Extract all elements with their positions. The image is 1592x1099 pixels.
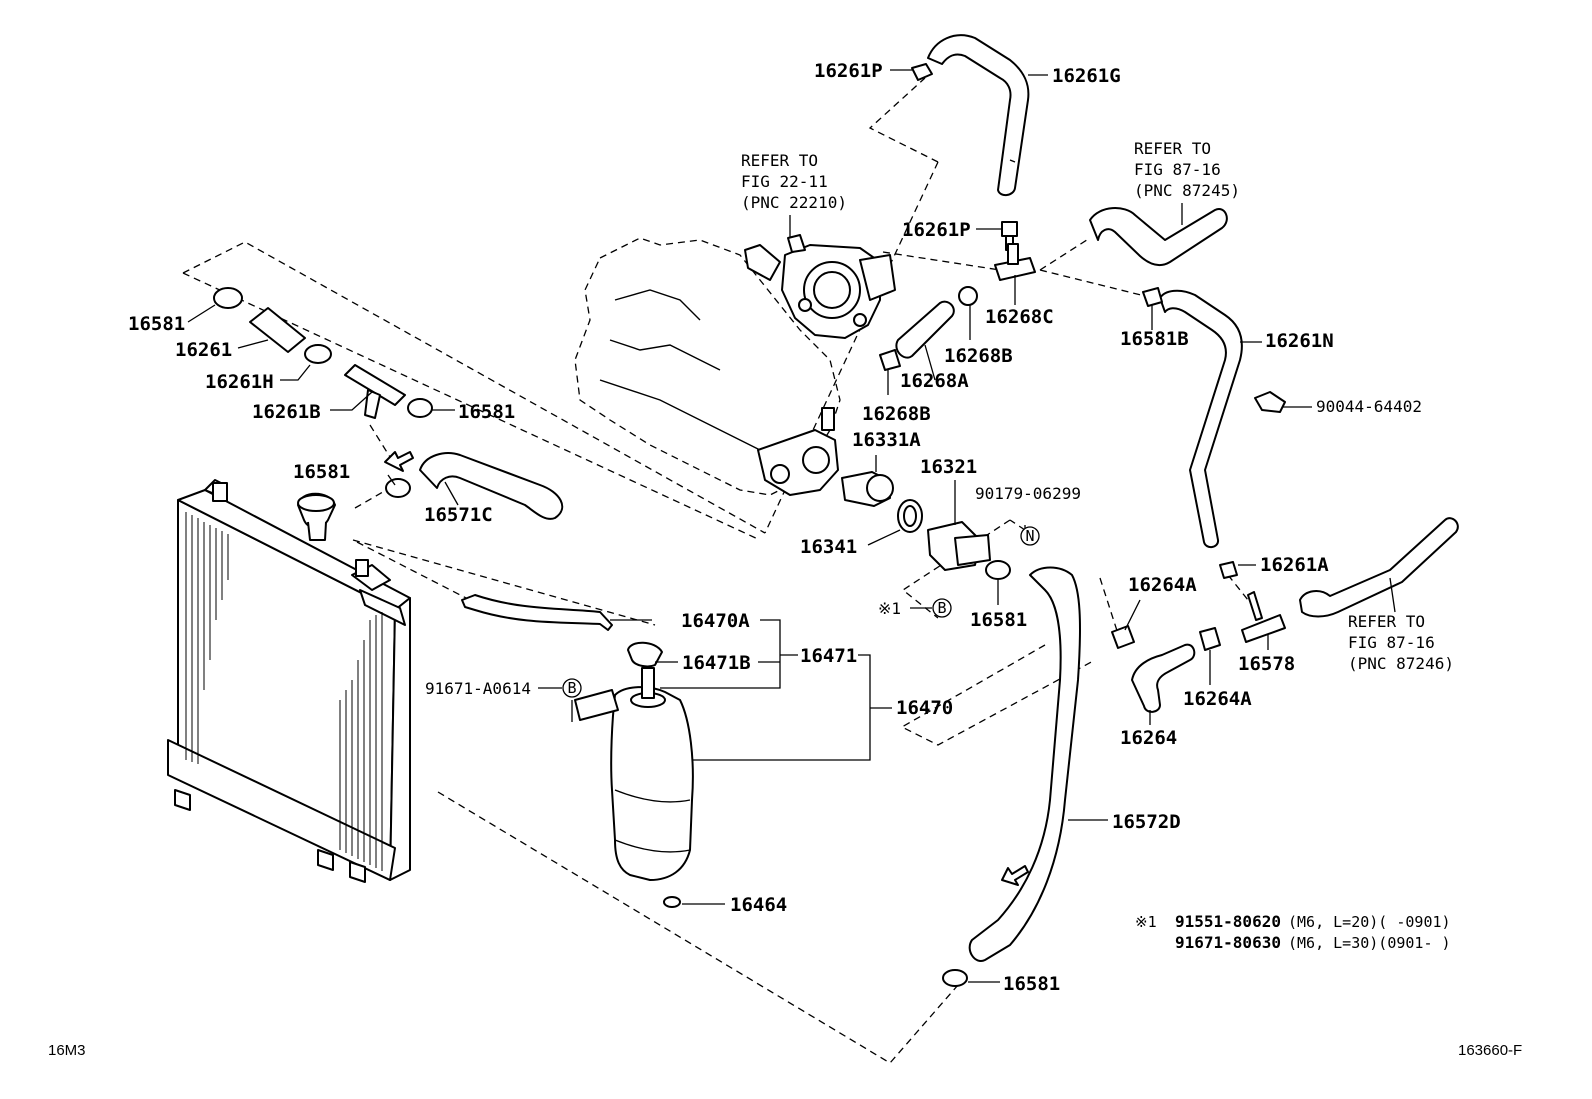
label-16341[interactable]: 16341 xyxy=(800,536,857,558)
radiator-core-hatch xyxy=(185,512,383,871)
svg-text:REFER TO: REFER TO xyxy=(1348,612,1425,631)
label-16261G[interactable]: 16261G xyxy=(1052,65,1121,87)
svg-text:FIG 87-16: FIG 87-16 xyxy=(1134,160,1221,179)
footnote: ※1 91551-80620 (M6, L=20)( -0901) 91671-… xyxy=(1135,912,1451,952)
svg-text:(PNC 87245): (PNC 87245) xyxy=(1134,181,1240,200)
svg-text:(PNC 87246): (PNC 87246) xyxy=(1348,654,1454,673)
label-16470A[interactable]: 16470A xyxy=(681,610,750,632)
label-16581B[interactable]: 16581B xyxy=(1120,328,1189,350)
label-16471B[interactable]: 16471B xyxy=(682,652,751,674)
svg-text:REFER TO: REFER TO xyxy=(1134,139,1211,158)
label-16581-left-mid[interactable]: 16581 xyxy=(458,401,515,423)
label-16572D[interactable]: 16572D xyxy=(1112,811,1181,833)
label-16581-left-low[interactable]: 16581 xyxy=(293,461,350,483)
svg-text:B: B xyxy=(937,599,946,617)
label-16581-thermostat[interactable]: 16581 xyxy=(970,609,1027,631)
reference-22-11[interactable]: REFER TO FIG 22-11 (PNC 22210) xyxy=(741,151,847,212)
label-16268A[interactable]: 16268A xyxy=(900,370,969,392)
label-16581-left-top[interactable]: 16581 xyxy=(128,313,185,335)
svg-text:N: N xyxy=(1025,527,1034,545)
label-16261H[interactable]: 16261H xyxy=(205,371,274,393)
clamps-left xyxy=(213,287,433,498)
svg-text:※1: ※1 xyxy=(1135,913,1157,931)
reservoir-tank xyxy=(574,641,694,908)
svg-text:B: B xyxy=(567,679,576,697)
throttle-body xyxy=(744,234,896,339)
label-16261P-mid[interactable]: 16261P xyxy=(902,219,971,241)
label-16261N[interactable]: 16261N xyxy=(1265,330,1334,352)
svg-text:(PNC 22210): (PNC 22210) xyxy=(741,193,847,212)
hoses xyxy=(249,34,1459,987)
label-note-mark-1: ※1 xyxy=(878,599,901,618)
part-labels: 16261P 16261G 16261P 16268C 16268B 16268… xyxy=(128,60,1422,995)
label-91671-A0614[interactable]: 91671-A0614 xyxy=(425,679,531,698)
label-16264[interactable]: 16264 xyxy=(1120,727,1177,749)
radiator xyxy=(167,479,411,883)
label-16578[interactable]: 16578 xyxy=(1238,653,1295,675)
label-90044-64402[interactable]: 90044-64402 xyxy=(1316,397,1422,416)
label-16268B-upper[interactable]: 16268B xyxy=(944,345,1013,367)
circle-mark-b-reservoir: B xyxy=(562,678,582,698)
circle-mark-n: N xyxy=(1020,526,1040,546)
reference-87246[interactable]: REFER TO FIG 87-16 (PNC 87246) xyxy=(1348,612,1454,673)
leader-lines xyxy=(187,69,1396,983)
label-16268B-lower[interactable]: 16268B xyxy=(862,403,931,425)
label-16321[interactable]: 16321 xyxy=(920,456,977,478)
label-16261P-top[interactable]: 16261P xyxy=(814,60,883,82)
circle-mark-b-thermostat: B xyxy=(932,598,952,618)
label-16470[interactable]: 16470 xyxy=(896,697,953,719)
label-16261[interactable]: 16261 xyxy=(175,339,232,361)
engine-outline xyxy=(574,237,841,496)
label-16264A-top[interactable]: 16264A xyxy=(1128,574,1197,596)
label-16261B[interactable]: 16261B xyxy=(252,401,321,423)
label-16581-bottom[interactable]: 16581 xyxy=(1003,973,1060,995)
reference-87245[interactable]: REFER TO FIG 87-16 (PNC 87245) xyxy=(1134,139,1240,200)
label-16331A[interactable]: 16331A xyxy=(852,429,921,451)
svg-text:FIG 87-16: FIG 87-16 xyxy=(1348,633,1435,652)
corner-code-right: 163660-F xyxy=(1458,1042,1522,1059)
label-16264A-bottom[interactable]: 16264A xyxy=(1183,688,1252,710)
label-16261A[interactable]: 16261A xyxy=(1260,554,1329,576)
svg-text:(M6, L=30)(0901- ): (M6, L=30)(0901- ) xyxy=(1288,934,1451,952)
svg-text:FIG 22-11: FIG 22-11 xyxy=(741,172,828,191)
svg-text:91551-80620: 91551-80620 xyxy=(1175,912,1281,931)
svg-text:REFER TO: REFER TO xyxy=(741,151,818,170)
label-16268C[interactable]: 16268C xyxy=(985,306,1054,328)
label-16471[interactable]: 16471 xyxy=(800,645,857,667)
corner-code-left: 16M3 xyxy=(48,1042,86,1059)
svg-text:91671-80630: 91671-80630 xyxy=(1175,933,1281,952)
direction-arrows xyxy=(384,451,1029,886)
svg-text:(M6, L=20)( -0901): (M6, L=20)( -0901) xyxy=(1288,913,1451,931)
label-16571C[interactable]: 16571C xyxy=(424,504,493,526)
thermostat-assembly xyxy=(841,471,1011,580)
radiator-cap xyxy=(297,492,336,541)
label-16464[interactable]: 16464 xyxy=(730,894,787,916)
label-90179-06299[interactable]: 90179-06299 xyxy=(975,484,1081,503)
